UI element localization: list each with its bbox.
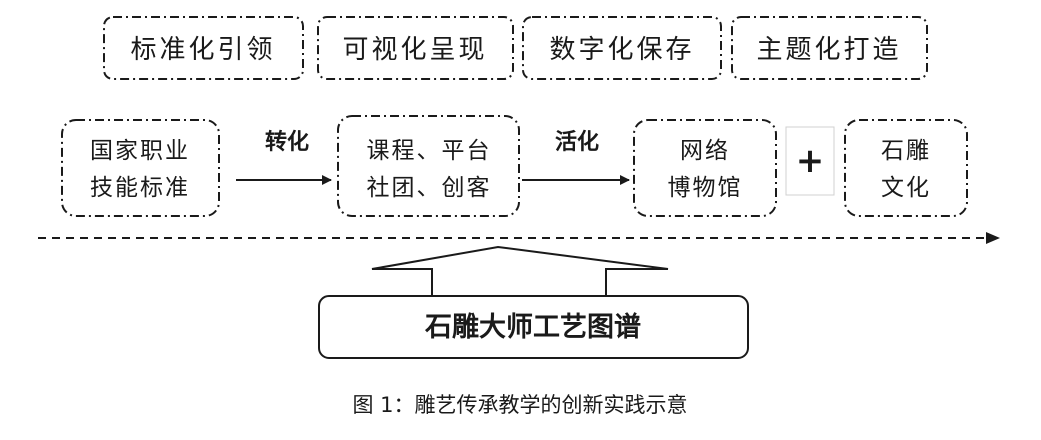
top-label-3-text: 数字化保存	[549, 35, 694, 65]
top-label-2-text: 可视化呈现	[342, 35, 487, 65]
figure-caption: 图 1：雕艺传承教学的创新实践示意	[352, 393, 687, 417]
flow-box-culture-line1: 石雕	[881, 138, 931, 164]
flow-box-standards-line2: 技能标准	[90, 175, 190, 201]
flow-box-standards-line1: 国家职业	[90, 138, 190, 164]
top-label-4: 主题化打造	[731, 16, 928, 80]
top-label-1: 标准化引领	[103, 16, 304, 80]
top-label-1-text: 标准化引领	[130, 35, 275, 65]
flow-box-culture-line2: 文化	[881, 175, 931, 201]
base-box-text: 石雕大师工艺图谱	[424, 311, 641, 343]
plus-sign: +	[796, 141, 825, 181]
flow-box-courses-line1: 课程、平台	[367, 138, 492, 164]
flow-box-courses-line2: 社团、创客	[367, 175, 492, 201]
flow-box-standards: 国家职业 技能标准	[61, 119, 220, 217]
flow-box-museum-line1: 网络	[680, 138, 730, 164]
flow-box-museum-line2: 博物馆	[668, 175, 743, 201]
arrow-transform: 转化	[236, 129, 332, 185]
upward-support-arrow	[371, 245, 669, 297]
top-label-4-text: 主题化打造	[756, 35, 901, 65]
dashed-timeline-arrow	[38, 232, 1000, 244]
arrow-activate-label: 活化	[555, 129, 599, 155]
arrow-transform-label: 转化	[265, 129, 309, 155]
base-box: 石雕大师工艺图谱	[318, 295, 749, 359]
flow-box-courses: 课程、平台 社团、创客	[337, 115, 520, 217]
flow-box-culture: 石雕 文化	[844, 119, 968, 217]
top-label-3: 数字化保存	[522, 16, 722, 80]
flow-box-museum: 网络 博物馆	[633, 119, 777, 217]
arrow-activate: 活化	[522, 129, 630, 185]
plus-box: +	[785, 126, 835, 196]
top-label-2: 可视化呈现	[317, 16, 514, 80]
